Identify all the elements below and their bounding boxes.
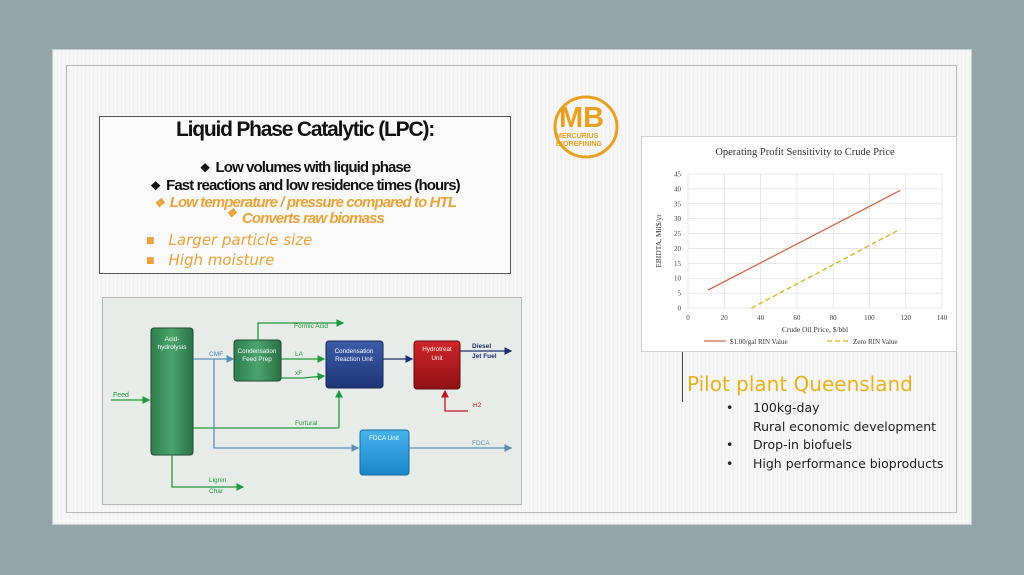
fdca-unit-label: FDCA Unit bbox=[369, 435, 399, 442]
process-flow-diagram: Feed Acid- hydrolysis CMF Condensation F… bbox=[102, 297, 522, 505]
diamond-bullet-icon: ❖ bbox=[226, 206, 237, 220]
divider-line bbox=[682, 352, 683, 402]
hydro-label-1: Hydrotreat bbox=[422, 346, 452, 353]
pilot-plant-title: Pilot plant Queensland bbox=[687, 372, 913, 396]
x-tick-label: 20 bbox=[721, 314, 729, 322]
arrow-h2 bbox=[441, 389, 468, 412]
label-h2: H2 bbox=[473, 402, 482, 409]
diamond-bullet-icon: ❖ bbox=[199, 161, 211, 175]
react-label-2: Reaction Unit bbox=[335, 356, 373, 363]
label-cmf: CMF bbox=[209, 351, 223, 358]
bullet-dot: • bbox=[726, 456, 734, 471]
x-tick-label: 100 bbox=[864, 314, 875, 322]
y-tick-label: 0 bbox=[678, 305, 682, 313]
x-tick-label: 140 bbox=[937, 314, 948, 322]
sub-bullet-moisture: ■High moisture bbox=[146, 251, 275, 269]
hydro-label-2: Unit bbox=[431, 355, 442, 362]
arrow-lignin bbox=[171, 455, 245, 491]
series-line-0 bbox=[707, 189, 901, 291]
chart-title: Operating Profit Sensitivity to Crude Pr… bbox=[715, 147, 895, 158]
y-tick-label: 10 bbox=[674, 275, 682, 283]
y-tick-label: 20 bbox=[674, 245, 682, 253]
arrow-xf bbox=[281, 372, 326, 381]
y-tick-label: 25 bbox=[674, 230, 682, 238]
x-tick-label: 0 bbox=[686, 314, 690, 322]
acid-label-2: hydrolysis bbox=[158, 344, 188, 351]
mercurius-logo: MB MERCURIUS BIOREFINING bbox=[553, 95, 619, 159]
pilot-item-bioproducts: •High performance bioproducts bbox=[726, 456, 944, 471]
hydrotreat-unit bbox=[413, 340, 461, 390]
acid-label-1: Acid- bbox=[165, 336, 180, 343]
y-tick-label: 35 bbox=[674, 200, 682, 208]
bullet-low-temperature: ❖Low temperature / pressure compared to … bbox=[153, 194, 457, 211]
chart-svg: Operating Profit Sensitivity to Crude Pr… bbox=[654, 147, 948, 346]
bullet-low-volumes: ❖Low volumes with liquid phase bbox=[199, 159, 412, 176]
y-tick-label: 30 bbox=[674, 215, 682, 223]
pilot-item-biofuels: •Drop-in biofuels bbox=[726, 437, 853, 452]
pilot-item-rural: Rural economic development bbox=[753, 419, 937, 434]
x-tick-label: 80 bbox=[830, 314, 838, 322]
label-formic-acid: Formic Acid bbox=[294, 323, 328, 330]
label-jet-fuel: Jet Fuel bbox=[472, 353, 497, 360]
label-furfural: Furfural bbox=[295, 420, 318, 427]
profit-sensitivity-chart: Operating Profit Sensitivity to Crude Pr… bbox=[641, 136, 957, 352]
label-lignin: Lignin bbox=[209, 477, 227, 484]
sub-bullet-particle-size: ■Larger particle size bbox=[146, 231, 313, 249]
label-char: Char bbox=[209, 488, 224, 495]
x-tick-label: 120 bbox=[900, 314, 911, 322]
logo-line1: MERCURIUS bbox=[556, 133, 599, 140]
y-tick-label: 45 bbox=[674, 171, 682, 179]
y-tick-label: 40 bbox=[674, 185, 682, 193]
diamond-bullet-icon: ❖ bbox=[150, 179, 161, 193]
y-tick-label: 15 bbox=[674, 260, 682, 268]
logo-ring bbox=[553, 95, 619, 159]
label-feed: Feed bbox=[113, 392, 129, 399]
y-axis-label: EBIDTA, Mil$/yr bbox=[654, 214, 663, 268]
square-bullet-icon: ■ bbox=[146, 235, 155, 246]
legend-label-1: Zero RIN Value bbox=[853, 338, 898, 346]
bullet-dot: • bbox=[726, 437, 734, 452]
prep-label-2: Feed Prep bbox=[242, 356, 272, 363]
prep-label-1: Condensation bbox=[238, 348, 277, 355]
bullet-dot: • bbox=[726, 400, 734, 415]
bullet-fast-reactions: ❖Fast reactions and low residence times … bbox=[150, 177, 460, 194]
x-axis-label: Crude Oil Price, $/bbl bbox=[782, 325, 848, 334]
bullet-raw-biomass: ❖Converts raw biomass bbox=[226, 206, 385, 227]
series-line-1 bbox=[751, 228, 901, 309]
label-diesel: Diesel bbox=[472, 343, 491, 350]
x-tick-label: 60 bbox=[793, 314, 801, 322]
react-label-1: Condensation bbox=[335, 348, 374, 355]
legend-label-0: $1.00/gal RIN Value bbox=[730, 338, 788, 346]
arrow-formic-acid bbox=[257, 319, 345, 340]
lpc-title: Liquid Phase Catalytic (LPC): bbox=[175, 118, 435, 141]
condensation-reaction-unit bbox=[325, 340, 384, 389]
square-bullet-icon: ■ bbox=[146, 255, 155, 266]
logo-line2: BIOREFINING bbox=[556, 141, 602, 148]
lpc-text-box bbox=[99, 116, 511, 274]
flow-svg: Feed Acid- hydrolysis CMF Condensation F… bbox=[111, 319, 513, 495]
label-la: LA bbox=[295, 351, 304, 358]
y-tick-label: 5 bbox=[678, 290, 682, 298]
fdca-unit bbox=[359, 429, 410, 476]
diamond-bullet-icon: ❖ bbox=[153, 196, 165, 210]
x-tick-label: 40 bbox=[757, 314, 765, 322]
label-fdca: FDCA bbox=[472, 440, 490, 447]
logo-letters: MB bbox=[559, 102, 604, 134]
pilot-item-capacity: •100kg-day bbox=[726, 400, 820, 415]
label-xf: xF bbox=[295, 370, 302, 377]
arrow-to-fdca-unit bbox=[213, 423, 360, 452]
